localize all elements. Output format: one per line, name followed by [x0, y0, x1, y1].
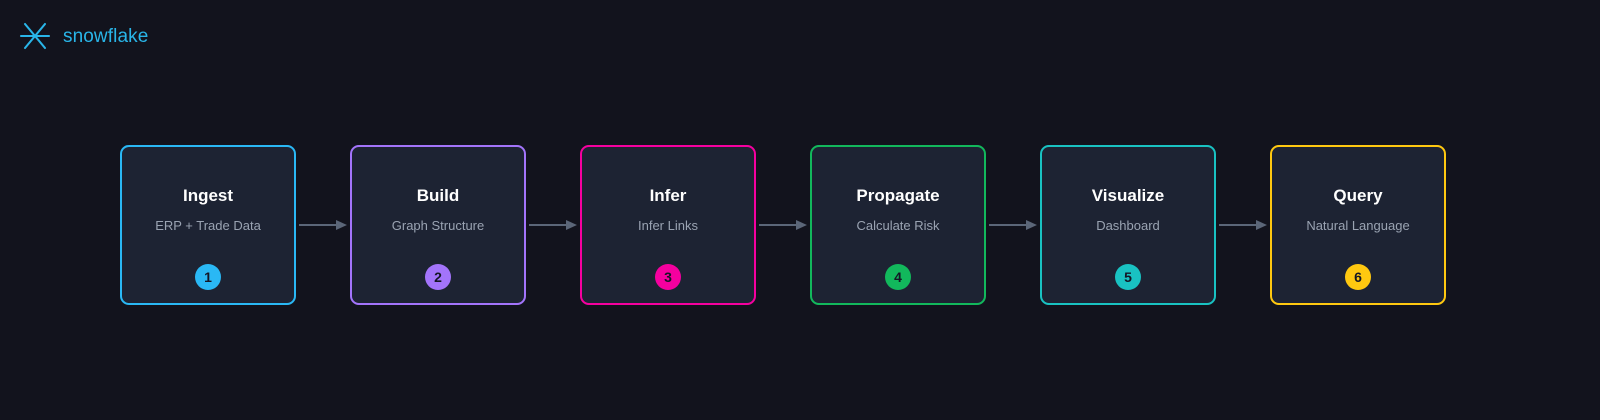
step-subtitle: Natural Language [1306, 218, 1410, 233]
snowflake-asterisk-icon [19, 22, 51, 50]
arrow-right-icon [529, 220, 577, 230]
step-title: Ingest [182, 186, 234, 205]
arrow-right-icon [759, 220, 807, 230]
step-title: Visualize [1091, 186, 1165, 205]
step-number-badge: 1 [195, 264, 221, 290]
arrow-right-icon [989, 220, 1037, 230]
brand-logo: snowflake [16, 18, 148, 54]
arrow-right-icon [299, 220, 347, 230]
step-title: Build [416, 186, 460, 205]
step-subtitle: Dashboard [1096, 218, 1160, 233]
step-subtitle: Graph Structure [391, 218, 485, 233]
step-number-badge: 2 [425, 264, 451, 290]
step-number-badge: 6 [1345, 264, 1371, 290]
step-subtitle: Calculate Risk [856, 218, 940, 233]
step-title: Infer [649, 186, 687, 205]
step-subtitle: ERP + Trade Data [155, 218, 261, 233]
step-number-badge: 5 [1115, 264, 1141, 290]
step-number-badge: 4 [885, 264, 911, 290]
step-title: Propagate [856, 186, 940, 205]
step-subtitle: Infer Links [638, 218, 698, 233]
arrow-right-icon [1219, 220, 1267, 230]
step-title: Query [1333, 186, 1383, 205]
step-number-badge: 3 [655, 264, 681, 290]
brand-name: snowflake [63, 25, 149, 47]
